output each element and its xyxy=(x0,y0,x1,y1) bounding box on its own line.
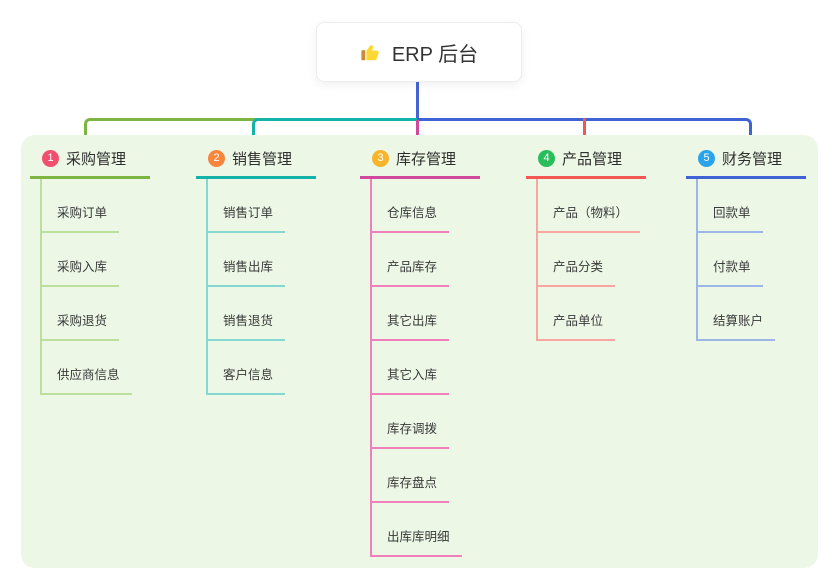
child-node[interactable]: 销售退货 xyxy=(208,287,286,341)
child-node[interactable]: 供应商信息 xyxy=(42,341,132,395)
branch-product: 4 产品管理 产品（物料）产品分类产品单位 xyxy=(526,147,647,341)
child-node[interactable]: 其它入库 xyxy=(372,341,450,395)
child-node[interactable]: 产品（物料） xyxy=(538,179,641,233)
branch-finance: 5 财务管理 回款单付款单结算账户 xyxy=(686,147,807,341)
branch-title-label: 销售管理 xyxy=(232,150,293,168)
child-node[interactable]: 采购退货 xyxy=(42,287,120,341)
thumbs-up-icon xyxy=(360,41,382,63)
child-node[interactable]: 客户信息 xyxy=(208,341,286,395)
child-node[interactable]: 产品分类 xyxy=(538,233,616,287)
root-connector-line xyxy=(416,81,419,121)
branch-children: 采购订单采购入库采购退货供应商信息 xyxy=(40,179,132,395)
child-node[interactable]: 出库库明细 xyxy=(372,503,462,557)
branches-panel xyxy=(21,135,818,568)
child-node[interactable]: 销售出库 xyxy=(208,233,286,287)
child-node[interactable]: 采购订单 xyxy=(42,179,120,233)
branch-children: 产品（物料）产品分类产品单位 xyxy=(536,179,641,341)
branch-title-label: 产品管理 xyxy=(562,150,623,168)
branch-title-label: 采购管理 xyxy=(66,150,127,168)
child-node[interactable]: 产品库存 xyxy=(372,233,450,287)
branch-procurement: 1 采购管理 采购订单采购入库采购退货供应商信息 xyxy=(30,147,151,395)
child-node[interactable]: 其它出库 xyxy=(372,287,450,341)
child-node[interactable]: 库存调拨 xyxy=(372,395,450,449)
branch-number-badge: 4 xyxy=(538,149,555,167)
branch-children: 仓库信息产品库存其它出库其它入库库存调拨库存盘点出库库明细 xyxy=(370,179,462,557)
branch-title[interactable]: 1 采购管理 xyxy=(30,147,151,179)
branch-title[interactable]: 2 销售管理 xyxy=(196,147,317,179)
branch-number-badge: 1 xyxy=(42,149,59,167)
branch-inventory: 3 库存管理 仓库信息产品库存其它出库其它入库库存调拨库存盘点出库库明细 xyxy=(360,147,481,557)
child-node[interactable]: 库存盘点 xyxy=(372,449,450,503)
child-node[interactable]: 付款单 xyxy=(698,233,763,287)
branch-title-label: 财务管理 xyxy=(722,150,783,168)
child-node[interactable]: 采购入库 xyxy=(42,233,120,287)
branch-number-badge: 3 xyxy=(372,149,389,167)
child-node[interactable]: 仓库信息 xyxy=(372,179,450,233)
child-node[interactable]: 结算账户 xyxy=(698,287,776,341)
branch-title[interactable]: 5 财务管理 xyxy=(686,147,807,179)
root-node[interactable]: ERP 后台 xyxy=(316,22,522,82)
child-node[interactable]: 回款单 xyxy=(698,179,763,233)
child-node[interactable]: 产品单位 xyxy=(538,287,616,341)
root-title: ERP 后台 xyxy=(391,43,479,66)
branch-title-label: 库存管理 xyxy=(396,150,457,168)
branch-sales: 2 销售管理 销售订单销售出库销售退货客户信息 xyxy=(196,147,317,395)
child-node[interactable]: 销售订单 xyxy=(208,179,286,233)
branch-number-badge: 2 xyxy=(208,149,225,167)
branch-children: 回款单付款单结算账户 xyxy=(696,179,776,341)
branch-children: 销售订单销售出库销售退货客户信息 xyxy=(206,179,286,395)
branch-title[interactable]: 4 产品管理 xyxy=(526,147,647,179)
branch-title[interactable]: 3 库存管理 xyxy=(360,147,481,179)
branch-number-badge: 5 xyxy=(698,149,715,167)
